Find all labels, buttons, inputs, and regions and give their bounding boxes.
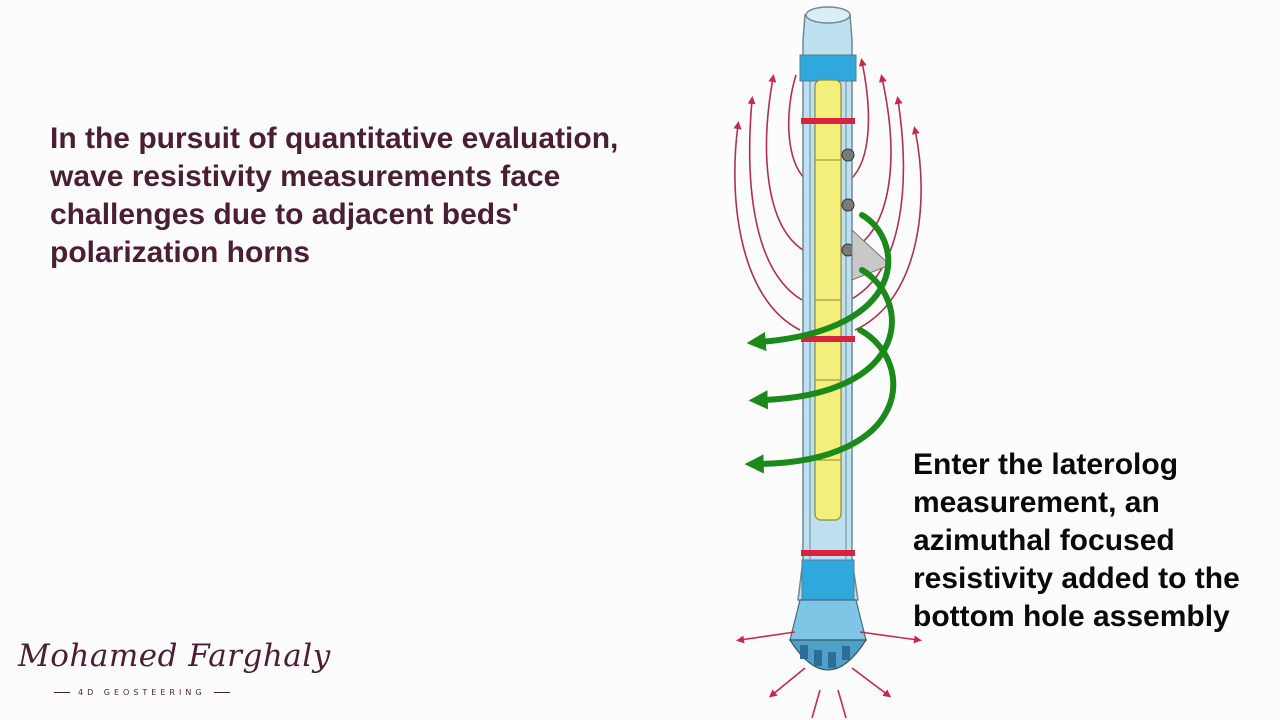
field-lines-right <box>849 58 922 331</box>
bit-current-arrows <box>736 631 922 719</box>
tagline-rule-right <box>213 692 230 693</box>
headline-text: In the pursuit of quantitative evaluatio… <box>50 122 619 269</box>
laterolog-current-arrows <box>744 212 897 474</box>
brand-signature: Mohamed Farghaly <box>18 638 331 674</box>
brand-tagline: 4D GEOSTEERING <box>78 688 206 697</box>
bha-tool-diagram <box>733 6 922 719</box>
callout-text: Enter the laterolog measurement, an azim… <box>913 448 1240 633</box>
tool-body <box>797 6 891 601</box>
brand-tagline-row: 4D GEOSTEERING <box>54 688 254 697</box>
drill-bit <box>788 599 868 671</box>
field-lines-left <box>733 74 807 331</box>
brand-logo: Mohamed Farghaly 4D GEOSTEERING <box>18 638 330 704</box>
tagline-rule-left <box>54 692 70 693</box>
